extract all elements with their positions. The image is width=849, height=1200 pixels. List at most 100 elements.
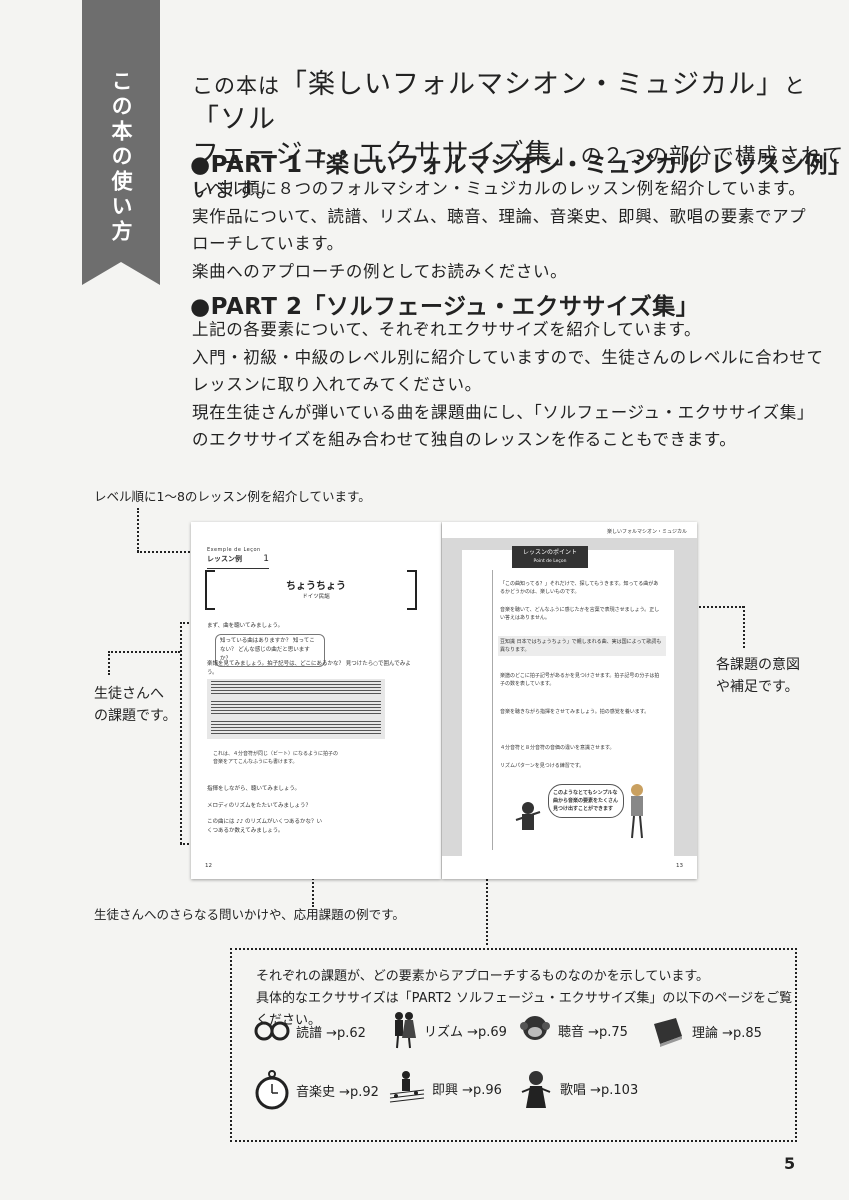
connector-line — [676, 606, 744, 608]
reference-item: 歌唱 →p.103 — [518, 1068, 638, 1108]
book-page-right: 楽しいフォルマシオン・ミュジカル レッスンのポイント Point de Leço… — [442, 522, 697, 879]
intro-text-part: と — [784, 74, 806, 98]
point-text: 楽譜のどこに拍子記号があるかを見つけさせます。拍子記号の分子は拍子の数を表してい… — [500, 673, 660, 687]
title-bracket-left — [205, 570, 215, 610]
callout-right-line: や補足です。 — [716, 679, 799, 695]
part1-line: レベル順に８つのフォルマシオン・ミュジカルのレッスン例を紹介しています。 — [192, 179, 806, 198]
bracket-line — [180, 843, 196, 845]
part2-line: のエクササイズを組み合わせて独自のレッスンを作ることもできます。 — [192, 430, 737, 449]
speech-bubble: このようなとてもシンプルな曲から音楽の要素をたくさん見つけ出すことができます — [548, 784, 624, 818]
music-score — [207, 679, 385, 739]
title-bracket-right — [407, 570, 417, 610]
point-badge: レッスンのポイント Point de Leçon — [512, 546, 588, 568]
intro-quote-1: 「楽しいフォルマシオン・ミュジカル」 — [280, 69, 784, 100]
question-3: 指揮をしながら、聴いてみましょう。 — [207, 786, 301, 792]
reference-item: 即興 →p.96 — [386, 1068, 502, 1108]
singer-icon — [521, 1071, 551, 1108]
part1-line: 楽曲へのアプローチの例としてお読みください。 — [192, 261, 568, 281]
point-text: リズムパターンを見つける練習です。 — [500, 763, 585, 769]
staff-line — [211, 701, 381, 715]
book-running-header: 楽しいフォルマシオン・ミュジカル — [606, 529, 687, 535]
teacher-figure-icon — [631, 784, 643, 839]
question-bubble: 知っている曲はありますか？ 知ってこない？ どんな感じの曲だと思いますか？ — [215, 634, 325, 667]
part1-line: 実作品について、読譜、リズム、聴音、理論、音楽史、即興、歌唱の要素でアプ — [192, 206, 807, 226]
intro-quote-2: 「ソル — [192, 104, 276, 135]
reference-text: それぞれの課題が、どの要素からアプローチするものなのかを示しています。 具体的な… — [256, 966, 795, 1032]
connector-line — [137, 551, 193, 553]
point-note: 豆知識 日本ではちょうちょう」で親しまれる曲、実は国によって歌詞も異なります。 — [498, 636, 666, 656]
song-subtitle: ドイツ民謡 — [302, 594, 330, 600]
staff-line — [211, 681, 381, 695]
glasses-icon — [254, 1021, 290, 1041]
reference-item: 音楽史 →p.92 — [254, 1070, 379, 1110]
dancers-icon — [395, 1012, 416, 1049]
point-text: 音楽を聴きながら指揮をさせてみましょう。拍の感覚を養います。 — [500, 709, 650, 715]
point-badge-main: レッスンのポイント — [522, 549, 577, 556]
intro-text-part: この本は — [192, 74, 280, 98]
monkey-icon — [520, 1016, 550, 1040]
part2-line: 現在生徒さんが弾いている曲を課題曲にし、「ソルフェージュ・エクササイズ集」 — [192, 402, 814, 422]
connector-line — [108, 651, 110, 675]
part2-line: レッスンに取り入れてみてください。 — [192, 375, 482, 394]
point-badge-sub: Point de Leçon — [533, 559, 567, 564]
reference-item: 聴音 →p.75 — [518, 1012, 628, 1048]
reference-label: 音楽史 →p.92 — [296, 1084, 379, 1100]
intro-text-part: の２つの部分で構成されています。 — [192, 144, 845, 202]
bracket-line — [180, 622, 182, 844]
point-panel-inner: レッスンのポイント Point de Leçon 「この曲知ってる？」それだけで… — [462, 546, 674, 856]
point-text: 音楽を聴いて、どんなふうに感じたかを言葉で表現させましょう。正しい答えはありませ… — [500, 607, 660, 621]
reference-label: 理論 →p.85 — [692, 1025, 762, 1041]
book-icon — [654, 1018, 682, 1047]
bracket-line — [180, 622, 196, 624]
part2-line: 入門・初級・中級のレベル別に紹介していますので、生徒さんのレベルに合わせて — [192, 347, 824, 367]
reference-item: リズム →p.69 — [390, 1010, 507, 1050]
pocket-watch-icon — [255, 1070, 289, 1110]
question-2: 楽譜を見てみましょう。拍子記号は、どこにあるかな？ 見つけたら○で囲んでみよう。 — [207, 661, 411, 676]
point-text: 「この曲知ってる？」それだけで、探してもうきます。知ってる曲があるかどうかのは、… — [500, 581, 659, 595]
connector-line — [743, 606, 745, 648]
callout-bottom: 生徒さんへのさらなる問いかけや、応用課題の例です。 — [94, 907, 405, 922]
callout-left: 生徒さんへ の課題です。 — [94, 683, 177, 727]
book-page-left: Exemple de Leçon レッスン例 1 ちょうちょう ドイツ民謡 まず… — [191, 522, 441, 879]
callout-right: 各課題の意図 や補足です。 — [716, 654, 800, 698]
point-panel: レッスンのポイント Point de Leçon 「この曲知ってる？」それだけで… — [442, 538, 697, 856]
reference-label: 即興 →p.96 — [432, 1082, 502, 1098]
question-5: この曲には ♪♪ のリズムがいくつあるかな？いくつあるか数えてみましょう。 — [207, 819, 323, 834]
part1-line: ローチしています。 — [192, 234, 344, 253]
reference-item: 読譜 →p.62 — [254, 1016, 366, 1046]
ribbon-label: この本の使い方 — [109, 70, 133, 245]
book-page-number-right: 13 — [676, 863, 683, 869]
part2-title: ●PART 2「ソルフェージュ・エクササイズ集」 — [190, 294, 700, 320]
reference-label: 歌唱 →p.103 — [560, 1082, 639, 1098]
reference-line: それぞれの課題が、どの要素からアプローチするものなのかを示しています。 — [256, 969, 710, 984]
reference-label: リズム →p.69 — [424, 1024, 507, 1040]
intro-text: この本は「楽しいフォルマシオン・ミュジカル」と「ソル フェージュ・エクササイズ集… — [192, 68, 849, 207]
callout-left-line: 生徒さんへ — [94, 686, 164, 702]
lesson-badge: Exemple de Leçon レッスン例 1 — [207, 546, 269, 569]
note-box: これは、４分音符が同じ（ビート）になるように拍子の音楽をアてこんなふうにも書けま… — [213, 751, 339, 765]
point-text: ４分音符と８分音符の音価の違いを意識させます。 — [500, 745, 615, 751]
callout-top: レベル順に1〜8のレッスン例を紹介しています。 — [94, 489, 371, 504]
intro-quote-2-cont: フェージュ・エクササイズ集」 — [192, 139, 581, 170]
staff-line — [211, 721, 381, 735]
cat-violinist-icon — [515, 802, 541, 830]
callout-left-line: の課題です。 — [94, 708, 177, 724]
part1-body: レベル順に８つのフォルマシオン・ミュジカルのレッスン例を紹介しています。 実作品… — [192, 175, 806, 285]
callout-right-line: 各課題の意図 — [716, 657, 800, 673]
book-page-number-left: 12 — [205, 863, 212, 869]
book-spread: Exemple de Leçon レッスン例 1 ちょうちょう ドイツ民謡 まず… — [191, 522, 697, 879]
point-divider — [492, 570, 493, 850]
reference-line: 具体的なエクササイズは「PART2 ソルフェージュ・エクササイズ集」の以下のペー… — [256, 991, 793, 1028]
section-ribbon: この本の使い方 — [82, 0, 160, 285]
part2-line: 上記の各要素について、それぞれエクササイズを紹介しています。 — [192, 320, 702, 339]
ribbon-shape — [82, 0, 160, 285]
question-1: まず、曲を聴いてみましょう。 — [207, 623, 284, 629]
lesson-badge-top: Exemple de Leçon — [207, 547, 261, 553]
page-number: 5 — [784, 1154, 796, 1173]
lesson-badge-number: 1 — [263, 554, 269, 564]
lesson-badge-main: レッスン例 — [207, 555, 242, 563]
reference-box: それぞれの課題が、どの要素からアプローチするものなのかを示しています。 具体的な… — [230, 948, 797, 1142]
part2-body: 上記の各要素について、それぞれエクササイズを紹介しています。 入門・初級・中級の… — [192, 316, 824, 454]
reference-label: 聴音 →p.75 — [558, 1024, 628, 1040]
reference-label: 読譜 →p.62 — [296, 1025, 366, 1041]
